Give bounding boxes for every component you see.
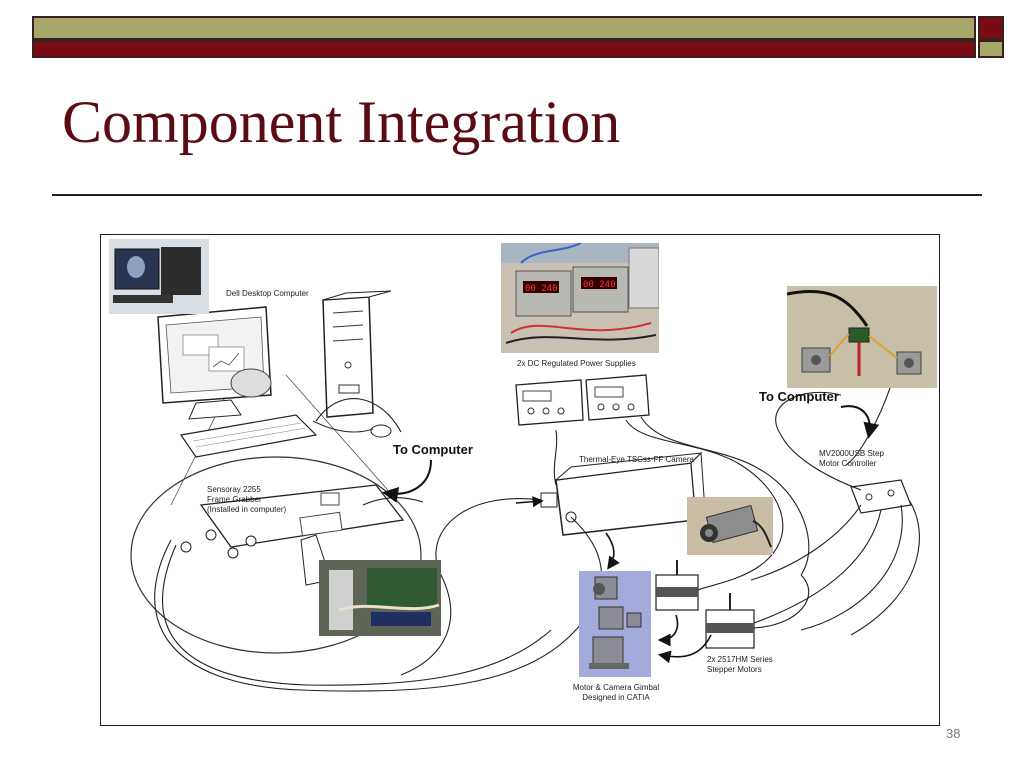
camera-to-gimbal-arrow	[605, 532, 620, 570]
gimbal-label: Motor & Camera Gimbal Designed in CATIA	[563, 683, 669, 703]
page-number: 38	[946, 726, 961, 741]
zoom-line-2	[285, 374, 402, 506]
gimbal-cad-render	[579, 571, 651, 677]
stepper-motor-drawing-1	[655, 560, 699, 611]
dell-computer-label: Dell Desktop Computer	[226, 289, 309, 298]
frame-grabber-label-line1: Sensoray 2255	[207, 485, 261, 494]
gimbal-label-line2: Designed in CATIA	[582, 693, 650, 702]
header-bar-red	[32, 40, 976, 58]
frame-grabber-label-line3: (Installed in computer)	[207, 505, 287, 514]
motor-controller-label-line1: MV2000USB Step	[819, 449, 884, 458]
monitor-drawing	[157, 306, 272, 420]
motor-controller-label-line2: Motor Controller	[819, 459, 877, 468]
stepper-motor-drawing-2	[705, 593, 755, 649]
motor-controller-photo	[787, 286, 937, 388]
power-supply-photo: 00 240 00 240	[501, 243, 659, 353]
tower-drawing	[322, 290, 392, 418]
camera-label: Thermal-Eye TSCss-FF Camera	[579, 455, 694, 464]
header-bar-olive	[32, 16, 976, 40]
to-computer-arrow-left	[382, 459, 432, 503]
gimbal-label-line1: Motor & Camera Gimbal	[572, 683, 660, 692]
frame-grabber-photo	[319, 560, 441, 636]
dell-photo	[109, 239, 209, 314]
stepper-motors-label-line1: 2x 2517HM Series	[707, 655, 773, 664]
frame-grabber-label-line2: Frame Grabber	[207, 495, 262, 504]
motor-controller-label: MV2000USB Step Motor Controller	[819, 449, 884, 469]
svg-text:00 240: 00 240	[525, 284, 558, 294]
header-square-red	[978, 16, 1004, 40]
camera-photo	[687, 497, 773, 555]
header-square-olive	[978, 40, 1004, 58]
keyboard-drawing	[179, 414, 392, 458]
cable-to-camera-arrow	[515, 496, 544, 508]
title-divider	[52, 194, 982, 196]
to-computer-label-right: To Computer	[759, 389, 839, 404]
motor-to-gimbal-arrow	[657, 614, 679, 647]
integration-diagram: 00 240 00 240	[100, 234, 940, 726]
stepper-motors-label: 2x 2517HM Series Stepper Motors	[707, 655, 773, 675]
header-decoration	[32, 16, 1004, 58]
camera-drawing	[540, 451, 706, 536]
stepper-motors-label-line2: Stepper Motors	[707, 665, 762, 674]
slide-title: Component Integration	[62, 89, 621, 155]
to-computer-arrow-right	[840, 405, 880, 439]
to-computer-label-left: To Computer	[393, 442, 473, 457]
svg-text:00 240: 00 240	[583, 280, 616, 290]
frame-grabber-label: Sensoray 2255 Frame Grabber (Installed i…	[207, 485, 286, 515]
motor2-to-gimbal-arrow	[657, 634, 712, 664]
motor-controller-drawing	[850, 479, 912, 514]
power-supply-drawing	[515, 374, 650, 426]
power-supply-label: 2x DC Regulated Power Supplies	[517, 359, 636, 368]
frame-grabber-ellipse	[130, 456, 422, 654]
